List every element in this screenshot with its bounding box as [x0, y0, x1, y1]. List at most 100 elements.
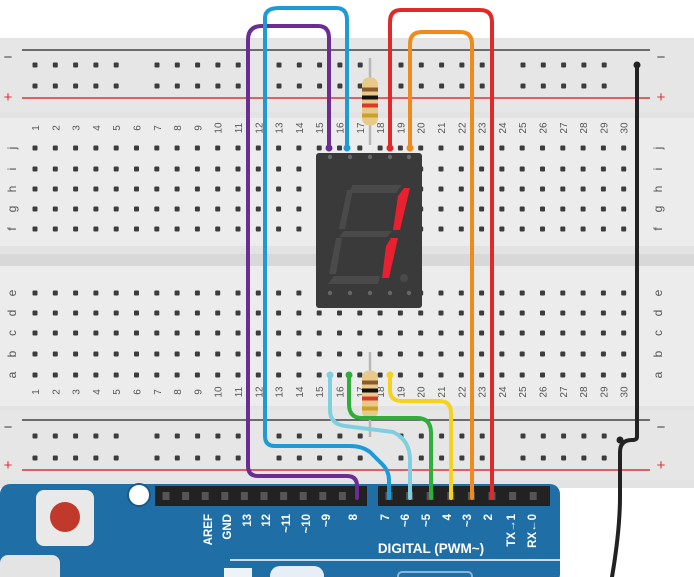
terminal-hole [519, 145, 525, 151]
terminal-hole [235, 372, 241, 378]
terminal-hole [32, 166, 38, 172]
column-number: 13 [275, 386, 286, 398]
terminal-hole [438, 166, 444, 172]
resistor-band [362, 396, 378, 401]
display-pin [406, 290, 412, 296]
rail-hole [540, 455, 546, 461]
rail-hole [113, 455, 119, 461]
terminal-hole [73, 206, 79, 212]
wire-red [388, 8, 494, 500]
column-number: 10 [214, 122, 225, 134]
wire-end [325, 144, 333, 152]
row-letter: b [651, 350, 665, 357]
column-number: 6 [133, 125, 144, 131]
terminal-hole [621, 206, 627, 212]
terminal-hole [438, 310, 444, 316]
column-number: 30 [620, 122, 631, 134]
terminal-hole [154, 226, 160, 232]
display-body [316, 153, 422, 308]
terminal-hole [479, 330, 485, 336]
terminal-hole [174, 372, 180, 378]
terminal-hole [32, 310, 38, 316]
terminal-hole [499, 330, 505, 336]
terminal-hole [458, 372, 464, 378]
terminal-hole [73, 145, 79, 151]
terminal-hole [134, 186, 139, 192]
rail-hole [479, 433, 485, 439]
rail-hole [581, 62, 587, 68]
display-pin [367, 154, 373, 160]
rail-hole [357, 62, 363, 68]
terminal-hole [296, 166, 302, 172]
column-number: 12 [254, 386, 265, 398]
terminal-hole [52, 351, 58, 357]
rail-hole [337, 83, 343, 89]
column-number: 17 [356, 122, 367, 134]
terminal-hole [235, 166, 241, 172]
rail-hole [32, 433, 38, 439]
terminal-hole [215, 206, 221, 212]
display-pin [347, 154, 353, 160]
rail-hole [195, 433, 201, 439]
wire-end [326, 371, 334, 379]
terminal-hole [357, 351, 363, 357]
rail-hole [439, 83, 445, 89]
terminal-hole [540, 290, 545, 296]
column-number: 29 [599, 386, 610, 398]
terminal-hole [73, 330, 79, 336]
column-number: 22 [457, 122, 468, 134]
rail-sign: + [657, 89, 666, 106]
terminal-hole [479, 186, 485, 192]
row-letter: c [651, 330, 665, 336]
wire-green [347, 373, 433, 500]
display-pin [327, 290, 333, 296]
row-letter: i [651, 168, 665, 171]
terminal-hole [235, 351, 241, 357]
rail-hole [154, 433, 160, 439]
terminal-hole [93, 166, 99, 172]
wire-end [633, 61, 641, 69]
column-number: 24 [498, 386, 509, 398]
terminal-hole [621, 351, 627, 357]
segment-a [350, 185, 402, 193]
terminal-hole [113, 330, 119, 336]
rail-hole [154, 455, 160, 461]
segment-d [328, 276, 380, 284]
column-number: 30 [620, 386, 631, 398]
rail-sign: − [657, 419, 666, 436]
row-letter: h [651, 186, 665, 193]
header-pin [529, 492, 537, 500]
terminal-hole [540, 330, 545, 336]
terminal-hole [276, 145, 282, 151]
header-right [378, 486, 550, 506]
mounting-hole [127, 483, 151, 507]
rail-hole [459, 83, 465, 89]
terminal-hole [438, 145, 444, 151]
terminal-hole [357, 372, 363, 378]
rail-hole [93, 433, 99, 439]
terminal-hole [600, 310, 606, 316]
resistors [362, 58, 378, 437]
terminal-hole [458, 310, 464, 316]
display-pin [327, 154, 333, 160]
terminal-hole [499, 206, 505, 212]
column-number: 3 [72, 125, 83, 131]
pin-label: 4 [442, 513, 454, 520]
terminal-hole [600, 206, 606, 212]
terminal-hole [560, 330, 566, 336]
column-number: 19 [396, 386, 407, 398]
rail-hole [561, 83, 567, 89]
rail-hole [52, 83, 58, 89]
rail-hole [73, 433, 79, 439]
display-pin [367, 290, 373, 296]
terminal-hole [93, 226, 99, 232]
terminal-hole [479, 226, 485, 232]
terminal-hole [134, 290, 139, 296]
column-number: 21 [437, 386, 448, 398]
terminal-hole [215, 166, 221, 172]
column-number: 28 [579, 122, 590, 134]
terminal-hole [32, 226, 38, 232]
rail-hole [520, 62, 526, 68]
terminal-hole [174, 166, 180, 172]
terminal-hole [154, 166, 160, 172]
